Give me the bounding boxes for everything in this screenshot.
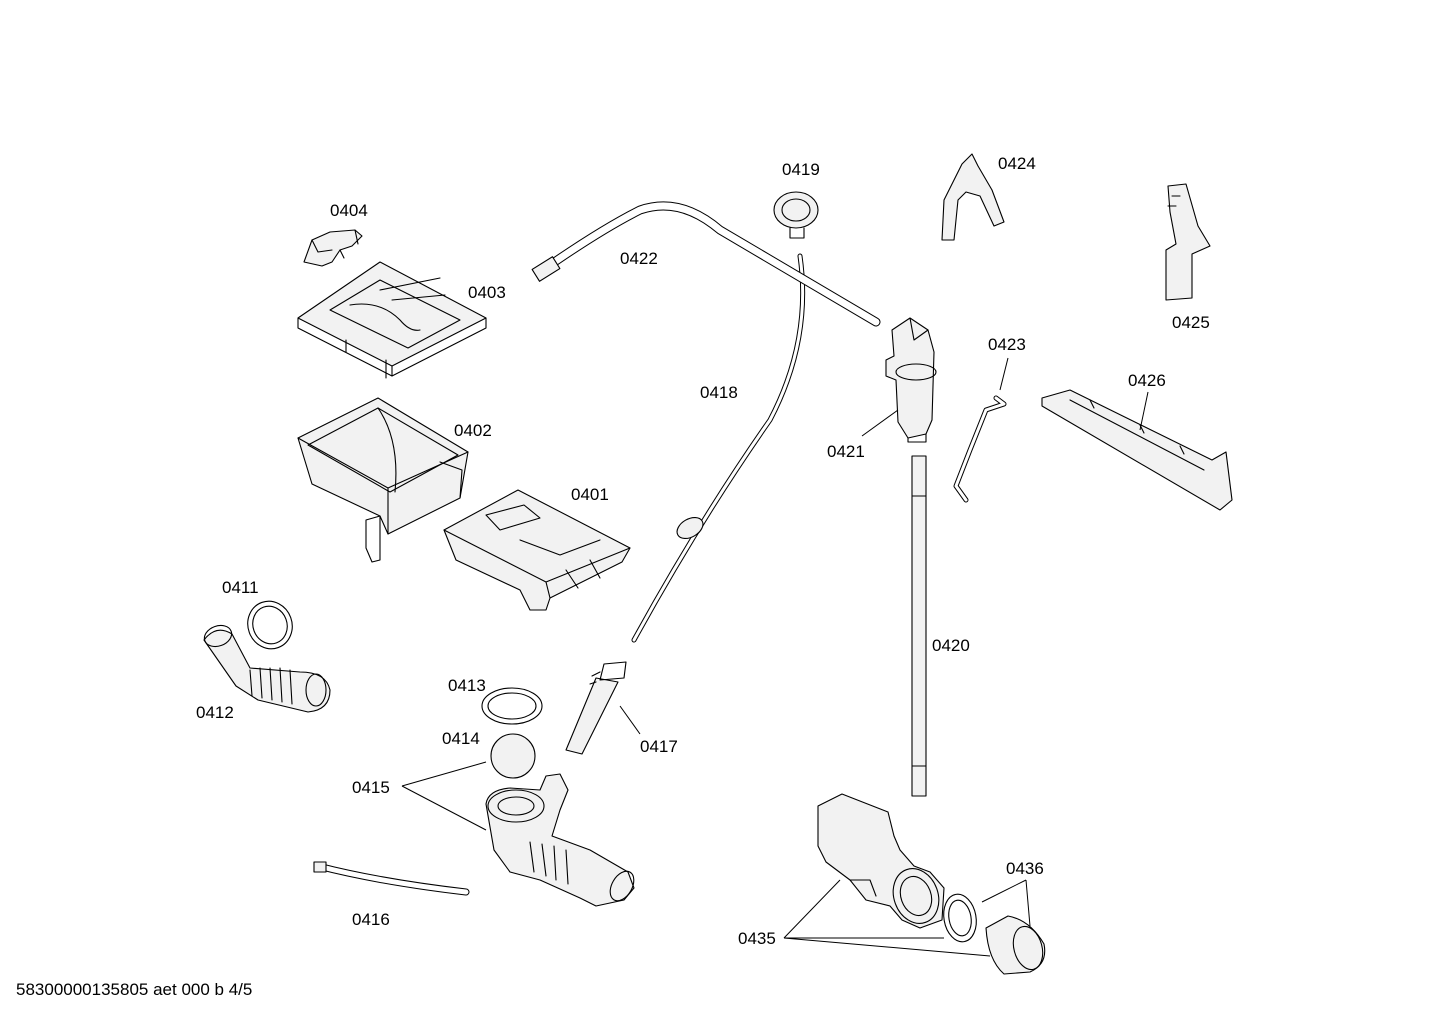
part-0423-wire[interactable] [953,395,1007,503]
part-0404-clip[interactable] [303,229,363,267]
part-0417-sensor[interactable] [565,661,627,755]
part-0411-ring[interactable] [241,595,299,655]
label-0415: 0415 [352,778,390,797]
label-0424: 0424 [998,154,1036,173]
part-0413-ring[interactable] [481,687,543,725]
label-0416: 0416 [352,910,390,929]
label-0418: 0418 [700,383,738,402]
part-0415-sump[interactable] [485,773,639,907]
label-0420: 0420 [932,636,970,655]
label-0404: 0404 [330,201,368,220]
label-0425: 0425 [1172,313,1210,332]
label-0403: 0403 [468,283,506,302]
part-0412-bellows-hose[interactable] [201,622,331,713]
part-0421-air-chamber[interactable] [885,317,937,443]
label-0411: 0411 [222,578,259,597]
label-0435: 0435 [738,929,776,948]
label-0413: 0413 [448,676,486,695]
label-0419: 0419 [782,160,820,179]
document-id-footer: 58300000135805 aet 000 b 4/5 [16,980,253,999]
part-0418-tube[interactable] [631,253,806,643]
part-0425-bracket[interactable] [1165,183,1211,301]
label-0412: 0412 [196,703,234,722]
label-0414: 0414 [442,729,480,748]
label-0421: 0421 [827,442,865,461]
part-0402-drawer-housing[interactable] [297,397,469,563]
label-0422: 0422 [620,249,658,268]
label-0436: 0436 [1006,859,1044,878]
part-0416-hose[interactable] [313,861,470,896]
part-0419-pressure-switch[interactable] [773,191,819,239]
label-0401: 0401 [571,485,609,504]
leader-lines [401,357,1149,957]
part-0420-hose[interactable] [911,455,927,797]
part-0426-rail[interactable] [1041,389,1233,511]
label-0417: 0417 [640,737,678,756]
part-0414-ball[interactable] [490,733,536,779]
part-0436-seal-filter[interactable] [940,892,1047,975]
part-0401-drawer[interactable] [443,489,631,611]
part-0403-tray[interactable] [297,261,487,379]
part-0422-hose[interactable] [531,201,881,327]
label-0423: 0423 [988,335,1026,354]
label-0402: 0402 [454,421,492,440]
label-0426: 0426 [1128,371,1166,390]
part-0435-drain-pump[interactable] [817,793,946,930]
part-0424-bracket[interactable] [941,153,1005,241]
